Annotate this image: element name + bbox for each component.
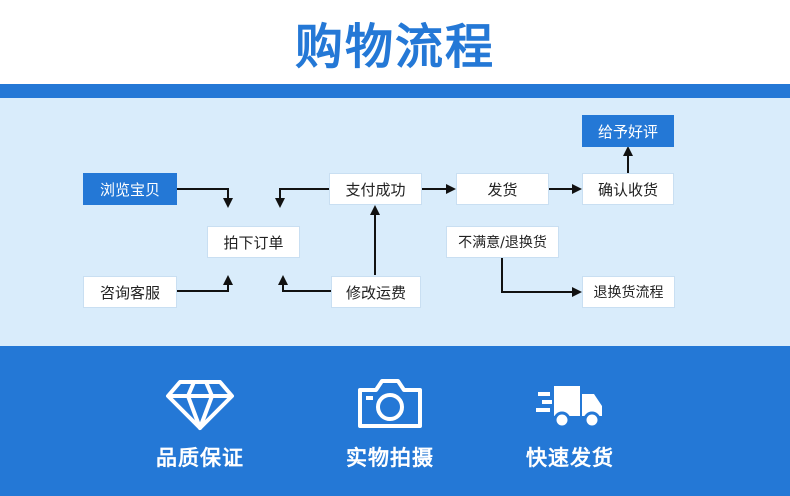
step-browse: 浏览宝贝 <box>83 173 177 205</box>
feature-fast-delivery: 快速发货 <box>485 366 655 486</box>
feature-label: 实物拍摄 <box>346 446 434 470</box>
step-dissatisfied: 不满意/退换货 <box>446 226 559 258</box>
feature-real-photo: 实物拍摄 <box>305 366 475 486</box>
step-modify-shipping: 修改运费 <box>331 276 421 308</box>
diamond-icon <box>166 380 234 430</box>
feature-label: 品质保证 <box>156 446 244 470</box>
title-underline-bar <box>0 84 790 98</box>
feature-quality: 品质保证 <box>115 366 285 486</box>
page-title: 购物流程 <box>294 19 495 75</box>
step-order: 拍下订单 <box>207 226 300 258</box>
step-ship: 发货 <box>456 173 549 205</box>
step-review: 给予好评 <box>582 115 674 147</box>
step-confirm: 确认收货 <box>582 173 674 205</box>
camera-icon <box>358 379 422 428</box>
step-pay: 支付成功 <box>329 173 422 205</box>
step-return-flow: 退换货流程 <box>582 276 675 308</box>
features-panel <box>0 346 790 496</box>
delivery-truck-icon <box>536 386 602 429</box>
feature-label: 快速发货 <box>526 446 614 470</box>
step-consult: 咨询客服 <box>83 276 177 308</box>
